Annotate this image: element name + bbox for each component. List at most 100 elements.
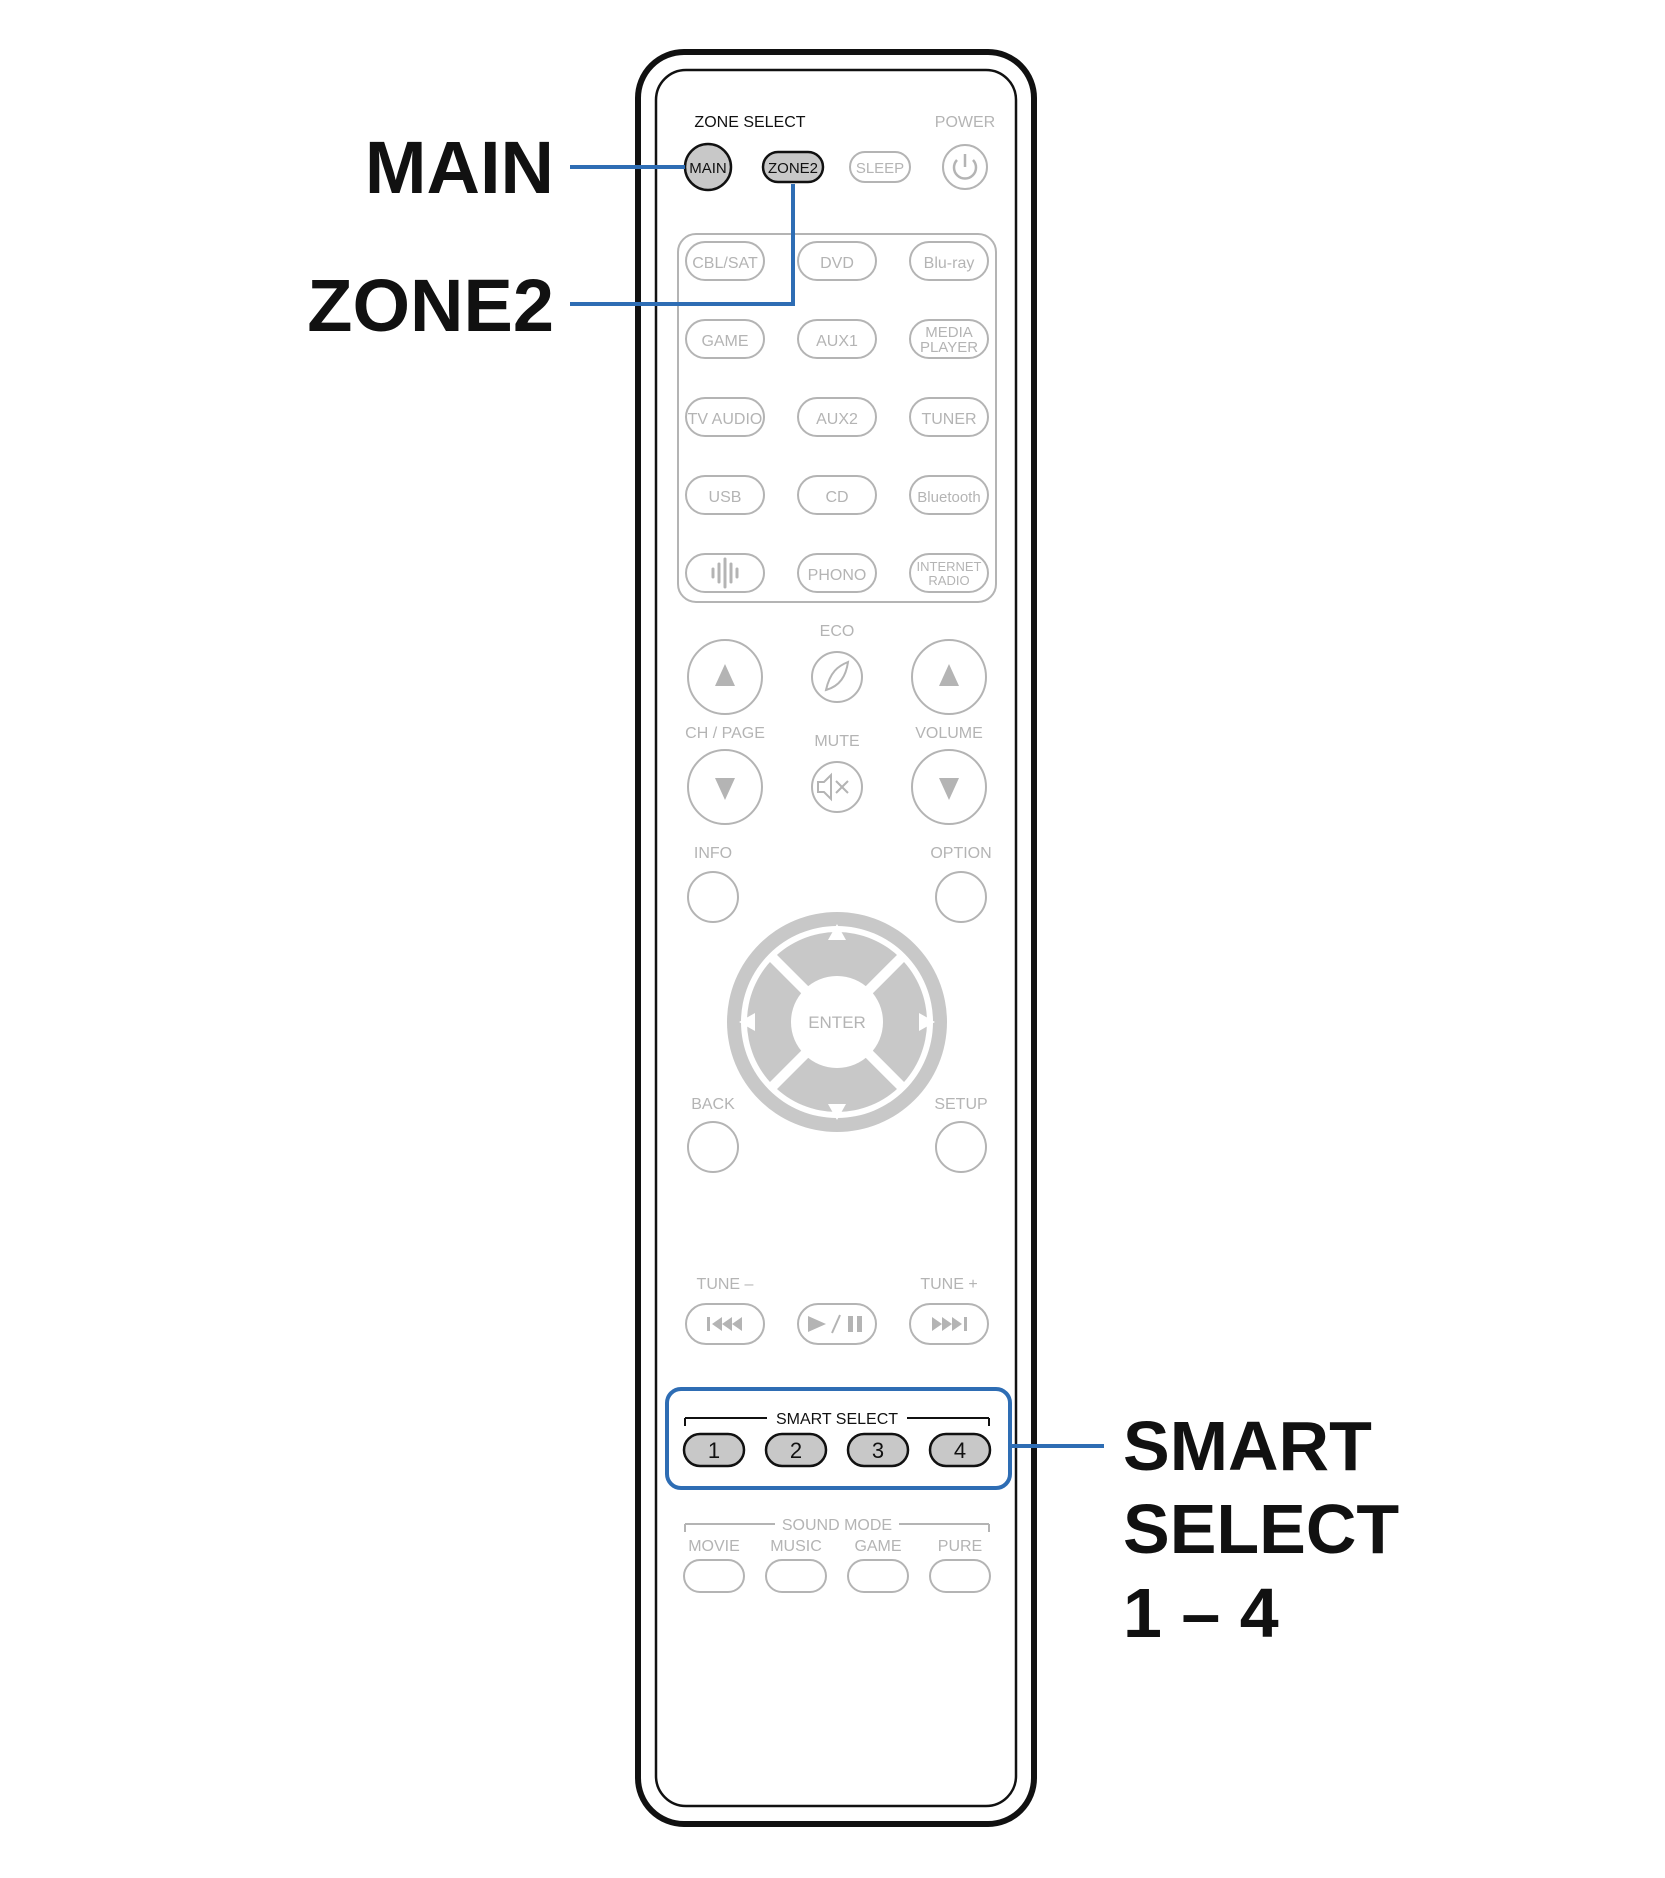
cursor-up-icon[interactable] — [828, 924, 846, 940]
source-internet-radio-button[interactable]: INTERNET RADIO — [909, 553, 989, 593]
source-aux2-button[interactable]: AUX2 — [797, 397, 877, 437]
back-label: BACK — [691, 1096, 735, 1113]
smart-select-4-button[interactable]: 4 — [928, 1432, 992, 1468]
sound-mode-game-label: GAME — [854, 1538, 901, 1555]
power-button[interactable] — [942, 144, 988, 190]
smart-select-highlight — [665, 1387, 1012, 1490]
tune-minus-label: TUNE – — [697, 1276, 754, 1293]
mute-label: MUTE — [814, 733, 859, 750]
zone-select-label: ZONE SELECT — [694, 114, 805, 131]
sound-mode-movie-label: MOVIE — [688, 1538, 740, 1555]
play-pause-button[interactable] — [797, 1303, 877, 1345]
source-aux2-label: AUX2 — [816, 411, 858, 428]
source-cbl-sat-label: CBL/SAT — [692, 255, 758, 272]
source-cd-label: CD — [825, 489, 848, 506]
back-button[interactable] — [687, 1121, 739, 1173]
volume-up-button[interactable] — [911, 639, 987, 715]
cursor-left-icon[interactable] — [739, 1013, 755, 1031]
source-media-player-button[interactable]: MEDIA PLAYER — [909, 319, 989, 359]
power-label: POWER — [935, 114, 995, 131]
info-button[interactable] — [687, 871, 739, 923]
triangle-up-icon — [939, 664, 959, 686]
source-cbl-sat-button[interactable]: CBL/SAT — [685, 241, 765, 281]
source-cd-button[interactable]: CD — [797, 475, 877, 515]
source-game-label: GAME — [701, 333, 748, 350]
smart-select-3-button[interactable]: 3 — [846, 1432, 910, 1468]
triangle-up-icon — [715, 664, 735, 686]
triangle-down-icon — [939, 778, 959, 800]
sleep-button[interactable]: SLEEP — [849, 151, 911, 183]
volume-down-button[interactable] — [911, 749, 987, 825]
source-phono-button[interactable]: PHONO — [797, 553, 877, 593]
sound-mode-game-button[interactable] — [847, 1559, 909, 1593]
source-internet-radio-label-1: INTERNET — [917, 559, 982, 574]
play-pause-icon — [808, 1314, 862, 1334]
cursor-right-icon[interactable] — [919, 1013, 935, 1031]
power-icon — [952, 154, 978, 180]
source-bluetooth-label: Bluetooth — [917, 489, 980, 506]
heos-icon — [711, 557, 739, 589]
source-phono-label: PHONO — [808, 567, 867, 584]
source-bluetooth-button[interactable]: Bluetooth — [909, 475, 989, 515]
source-tuner-label: TUNER — [921, 411, 976, 428]
source-aux1-button[interactable]: AUX1 — [797, 319, 877, 359]
volume-label: VOLUME — [915, 725, 983, 742]
source-dvd-label: DVD — [820, 255, 854, 272]
main-callout-label: MAIN — [365, 126, 554, 209]
source-tv-audio-button[interactable]: TV AUDIO — [685, 397, 765, 437]
source-tv-audio-label: TV AUDIO — [688, 411, 763, 428]
enter-label: ENTER — [808, 1013, 866, 1032]
main-button-label: MAIN — [689, 160, 727, 177]
source-heos-button[interactable] — [685, 553, 765, 593]
skip-forward-icon — [932, 1317, 967, 1331]
ch-page-down-button[interactable] — [687, 749, 763, 825]
eco-button[interactable] — [811, 651, 863, 703]
main-button[interactable]: MAIN — [683, 142, 733, 192]
skip-back-button[interactable] — [685, 1303, 765, 1345]
zone2-button[interactable]: ZONE2 — [761, 150, 825, 184]
smart-select-2-button[interactable]: 2 — [764, 1432, 828, 1468]
ch-page-up-button[interactable] — [687, 639, 763, 715]
source-dvd-button[interactable]: DVD — [797, 241, 877, 281]
sound-mode-label: SOUND MODE — [782, 1517, 892, 1534]
smart-select-1-button[interactable]: 1 — [682, 1432, 746, 1468]
smart-select-1-label: 1 — [708, 1438, 720, 1463]
sound-mode-header: SOUND MODE — [684, 1517, 990, 1534]
sound-mode-pure-button[interactable] — [929, 1559, 991, 1593]
smart-select-header: SMART SELECT — [684, 1411, 990, 1428]
tune-plus-label: TUNE + — [920, 1276, 977, 1293]
option-label: OPTION — [930, 845, 991, 862]
source-tuner-button[interactable]: TUNER — [909, 397, 989, 437]
zone2-callout-line — [570, 184, 795, 306]
smart-select-4-label: 4 — [954, 1438, 966, 1463]
setup-button[interactable] — [935, 1121, 987, 1173]
cursor-pad[interactable]: ENTER — [727, 912, 947, 1132]
smart-select-2-label: 2 — [790, 1438, 802, 1463]
skip-back-icon — [707, 1317, 742, 1331]
smart-select-callout-line2: SELECT — [1123, 1490, 1399, 1568]
triangle-down-icon — [715, 778, 735, 800]
option-button[interactable] — [935, 871, 987, 923]
source-grid-frame — [677, 233, 997, 603]
cursor-down-icon[interactable] — [828, 1104, 846, 1120]
leaf-icon — [824, 660, 850, 692]
source-game-button[interactable]: GAME — [685, 319, 765, 359]
ch-page-label: CH / PAGE — [685, 725, 765, 742]
smart-select-label: SMART SELECT — [776, 1411, 898, 1428]
sound-mode-movie-button[interactable] — [683, 1559, 745, 1593]
sound-mode-music-button[interactable] — [765, 1559, 827, 1593]
source-media-player-label-1: MEDIA — [925, 324, 973, 341]
skip-forward-button[interactable] — [909, 1303, 989, 1345]
source-internet-radio-label-2: RADIO — [928, 573, 969, 588]
source-bluray-button[interactable]: Blu-ray — [909, 241, 989, 281]
source-usb-button[interactable]: USB — [685, 475, 765, 515]
enter-button[interactable] — [791, 976, 883, 1068]
zone2-button-label: ZONE2 — [768, 160, 818, 177]
mute-button[interactable] — [811, 761, 863, 813]
info-label: INFO — [694, 845, 732, 862]
eco-label: ECO — [820, 623, 855, 640]
smart-select-callout-line1: SMART — [1123, 1407, 1372, 1485]
speaker-mute-icon — [817, 772, 849, 802]
